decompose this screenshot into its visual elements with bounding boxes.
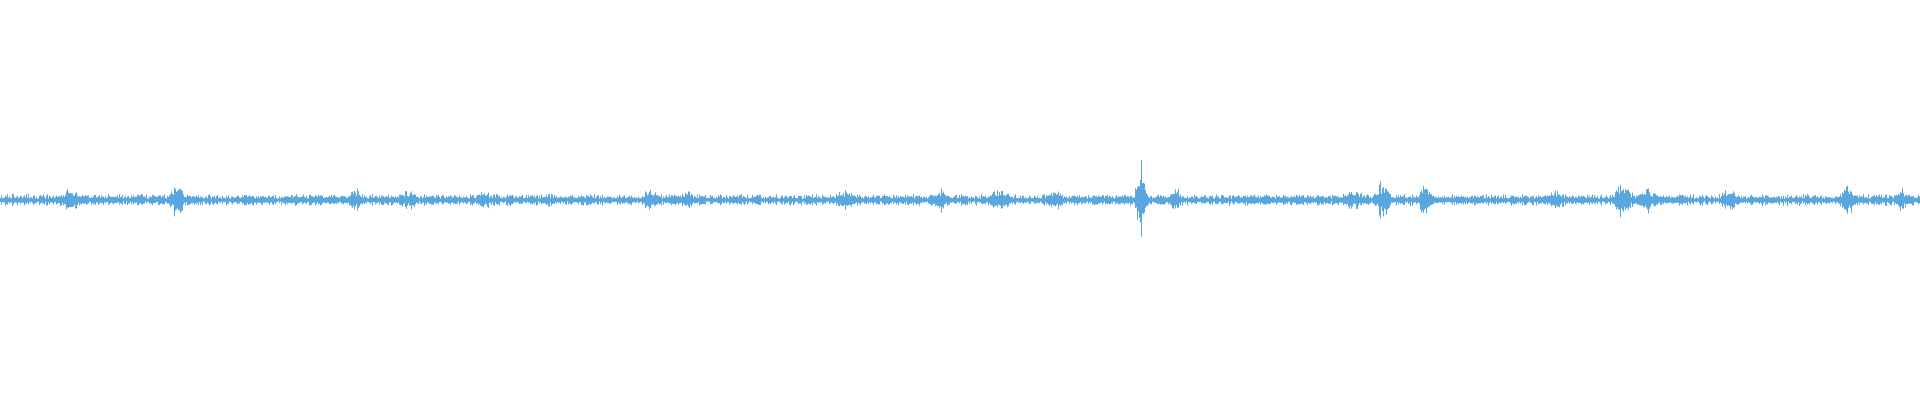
waveform-samples [0, 160, 1920, 237]
waveform-path [0, 160, 1920, 237]
